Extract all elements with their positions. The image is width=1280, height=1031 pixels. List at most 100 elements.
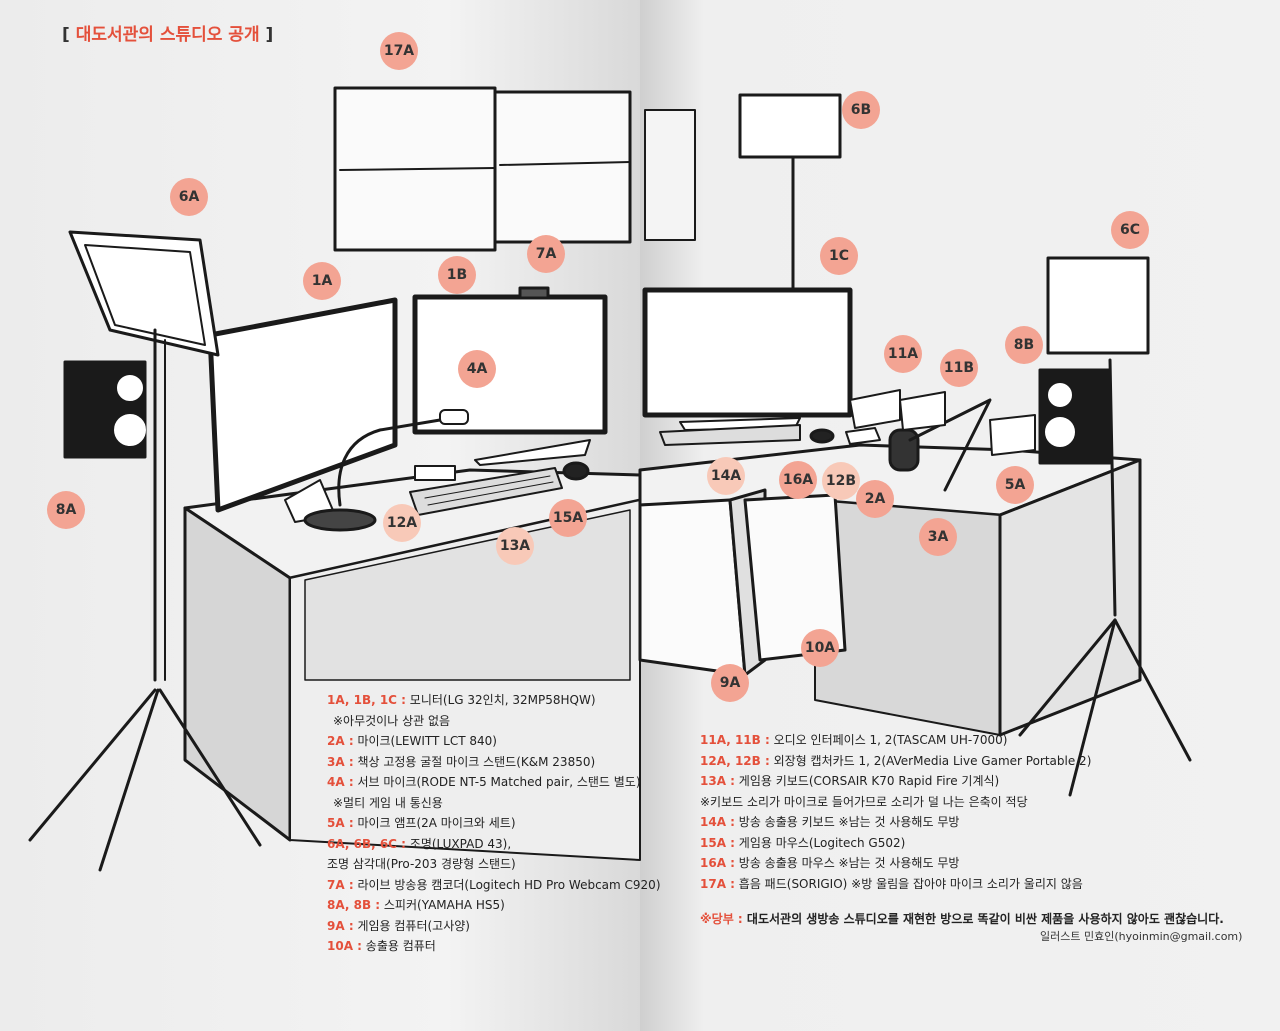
label-12b: 12B <box>822 462 860 500</box>
legend-text: 라이브 방송용 캠코더(Logitech HD Pro Webcam C920) <box>353 877 661 892</box>
legend-row: 4A : 서브 마이크(RODE NT-5 Matched pair, 스탠드 … <box>327 772 661 793</box>
label-15a: 15A <box>549 499 587 537</box>
label-2a: 2A <box>856 480 894 518</box>
legend-row: ※멀티 게임 내 통신용 <box>327 793 661 814</box>
light-stands <box>28 93 1192 872</box>
legend-key: 17A : <box>700 876 735 891</box>
legend-text: 송출용 컴퓨터 <box>361 939 436 953</box>
legend-right: 11A, 11B : 오디오 인터페이스 1, 2(TASCAM UH-7000… <box>700 730 1091 894</box>
legend-row: ※아무것이나 상관 없음 <box>327 711 661 732</box>
legend-key: 14A : <box>700 815 735 829</box>
legend-text: 게임용 컴퓨터(고사양) <box>353 918 470 933</box>
legend-row: 7A : 라이브 방송용 캠코더(Logitech HD Pro Webcam … <box>327 875 661 896</box>
legend-text: 마이크(LEWITT LCT 840) <box>353 734 497 748</box>
footer-key: ※당부 : <box>700 912 743 926</box>
label-5a: 5A <box>996 466 1034 504</box>
monitors <box>207 286 853 523</box>
legend-row: 2A : 마이크(LEWITT LCT 840) <box>327 731 661 752</box>
header-title: 대도서관의 스튜디오 공개 <box>75 25 260 45</box>
legend-text: 흡음 패드(SORIGIO) ※방 울림을 잡아야 마이크 소리가 울리지 않음 <box>734 876 1083 891</box>
legend-key: 1A, 1B, 1C : <box>327 693 406 707</box>
legend-text: 방송 송출용 마우스 ※남는 것 사용해도 무방 <box>734 856 960 870</box>
legend-text: 조명(LUXPAD 43), <box>405 836 512 851</box>
legend-key: 16A : <box>700 856 735 870</box>
label-1c: 1C <box>820 237 858 275</box>
legend-text: 스피커(YAMAHA HS5) <box>380 898 505 912</box>
legend-row: 1A, 1B, 1C : 모니터(LG 32인치, 32MP58HQW) <box>327 690 661 711</box>
label-12a: 12A <box>383 504 421 542</box>
legend-key: 12A, 12B : <box>700 753 770 768</box>
legend-row: 16A : 방송 송출용 마우스 ※남는 것 사용해도 무방 <box>700 853 1091 874</box>
acoustic-panels <box>333 86 696 252</box>
label-11b: 11B <box>940 349 978 387</box>
legend-row: 3A : 책상 고정용 굴절 마이크 스탠드(K&M 23850) <box>327 752 661 773</box>
label-4a: 4A <box>458 350 496 388</box>
legend-text: ※키보드 소리가 마이크로 들어가므로 소리가 덜 나는 은축이 적당 <box>700 794 1028 809</box>
legend-key: 10A : <box>327 939 362 953</box>
footer-note: ※당부 : 대도서관의 생방송 스튜디오를 재현한 방으로 똑같이 비싼 제품을… <box>700 910 1224 927</box>
legend-row: 9A : 게임용 컴퓨터(고사양) <box>327 916 661 937</box>
label-3a: 3A <box>919 518 957 556</box>
legend-key: 2A : <box>327 734 354 748</box>
header-bracket-open: [ <box>62 25 76 45</box>
legend-text: 게임용 키보드(CORSAIR K70 Rapid Fire 기계식) <box>734 774 1000 788</box>
label-11a: 11A <box>884 335 922 373</box>
label-9a: 9A <box>711 664 749 702</box>
legend-text: 방송 송출용 키보드 ※남는 것 사용해도 무방 <box>734 815 960 829</box>
label-16a: 16A <box>779 461 817 499</box>
legend-row: 8A, 8B : 스피커(YAMAHA HS5) <box>327 895 661 916</box>
legend-text: 조명 삼각대(Pro-203 경량형 스탠드) <box>327 857 516 871</box>
label-6a: 6A <box>170 178 208 216</box>
legend-text: 서브 마이크(RODE NT-5 Matched pair, 스탠드 별도) <box>353 775 641 789</box>
legend-row: 17A : 흡음 패드(SORIGIO) ※방 울림을 잡아야 마이크 소리가 … <box>700 874 1091 895</box>
label-8b: 8B <box>1005 326 1043 364</box>
legend-text: ※멀티 게임 내 통신용 <box>333 795 443 810</box>
legend-text: ※아무것이나 상관 없음 <box>333 713 451 728</box>
legend-key: 13A : <box>700 774 735 788</box>
legend-text: 게임용 마우스(Logitech G502) <box>734 835 906 850</box>
legend-key: 11A, 11B : <box>700 733 770 747</box>
computers <box>638 488 847 677</box>
legend-key: 15A : <box>700 835 735 850</box>
audio-gear <box>849 389 1036 456</box>
label-6b: 6B <box>842 91 880 129</box>
legend-row: 11A, 11B : 오디오 인터페이스 1, 2(TASCAM UH-7000… <box>700 730 1091 751</box>
header-bracket-close: ] <box>259 25 274 45</box>
label-7a: 7A <box>527 235 565 273</box>
legend-row: 14A : 방송 송출용 키보드 ※남는 것 사용해도 무방 <box>700 812 1091 833</box>
legend-key: 4A : <box>327 775 354 789</box>
illustration-credit: 일러스트 민효인(hyoinmin@gmail.com) <box>1040 930 1243 943</box>
microphones <box>303 398 992 532</box>
label-1b: 1B <box>438 256 476 294</box>
label-14a: 14A <box>707 457 745 495</box>
legend-row: 15A : 게임용 마우스(Logitech G502) <box>700 833 1091 854</box>
legend-key: 6A, 6B, 6C : <box>327 836 406 851</box>
legend-row: 10A : 송출용 컴퓨터 <box>327 936 661 957</box>
speakers <box>63 360 1112 465</box>
legend-key: 8A, 8B : <box>327 898 381 912</box>
legend-text: 책상 고정용 굴절 마이크 스탠드(K&M 23850) <box>353 754 596 769</box>
footer-text: 대도서관의 생방송 스튜디오를 재현한 방으로 똑같이 비싼 제품을 사용하지 … <box>742 912 1224 926</box>
legend-text: 오디오 인터페이스 1, 2(TASCAM UH-7000) <box>769 733 1008 747</box>
legend-key: 7A : <box>327 877 354 892</box>
legend-text: 마이크 앰프(2A 마이크와 세트) <box>353 816 516 830</box>
legend-left: 1A, 1B, 1C : 모니터(LG 32인치, 32MP58HQW) ※아무것… <box>327 690 661 957</box>
legend-row: 12A, 12B : 외장형 캡처카드 1, 2(AVerMedia Live … <box>700 751 1091 772</box>
legend-row: 6A, 6B, 6C : 조명(LUXPAD 43), <box>327 834 661 855</box>
legend-row: ※키보드 소리가 마이크로 들어가므로 소리가 덜 나는 은축이 적당 <box>700 792 1091 813</box>
label-10a: 10A <box>801 629 839 667</box>
legend-row: 5A : 마이크 앰프(2A 마이크와 세트) <box>327 813 661 834</box>
legend-text: 외장형 캡처카드 1, 2(AVerMedia Live Gamer Porta… <box>769 753 1092 768</box>
legend-key: 5A : <box>327 816 354 830</box>
label-6c: 6C <box>1111 211 1149 249</box>
label-8a: 8A <box>47 491 85 529</box>
label-13a: 13A <box>496 527 534 565</box>
peripherals <box>409 424 881 516</box>
page-header: [ 대도서관의 스튜디오 공개 ] <box>62 20 273 45</box>
legend-key: 3A : <box>327 754 354 769</box>
legend-key: 9A : <box>327 918 354 933</box>
legend-row: 13A : 게임용 키보드(CORSAIR K70 Rapid Fire 기계식… <box>700 771 1091 792</box>
label-17a: 17A <box>380 32 418 70</box>
